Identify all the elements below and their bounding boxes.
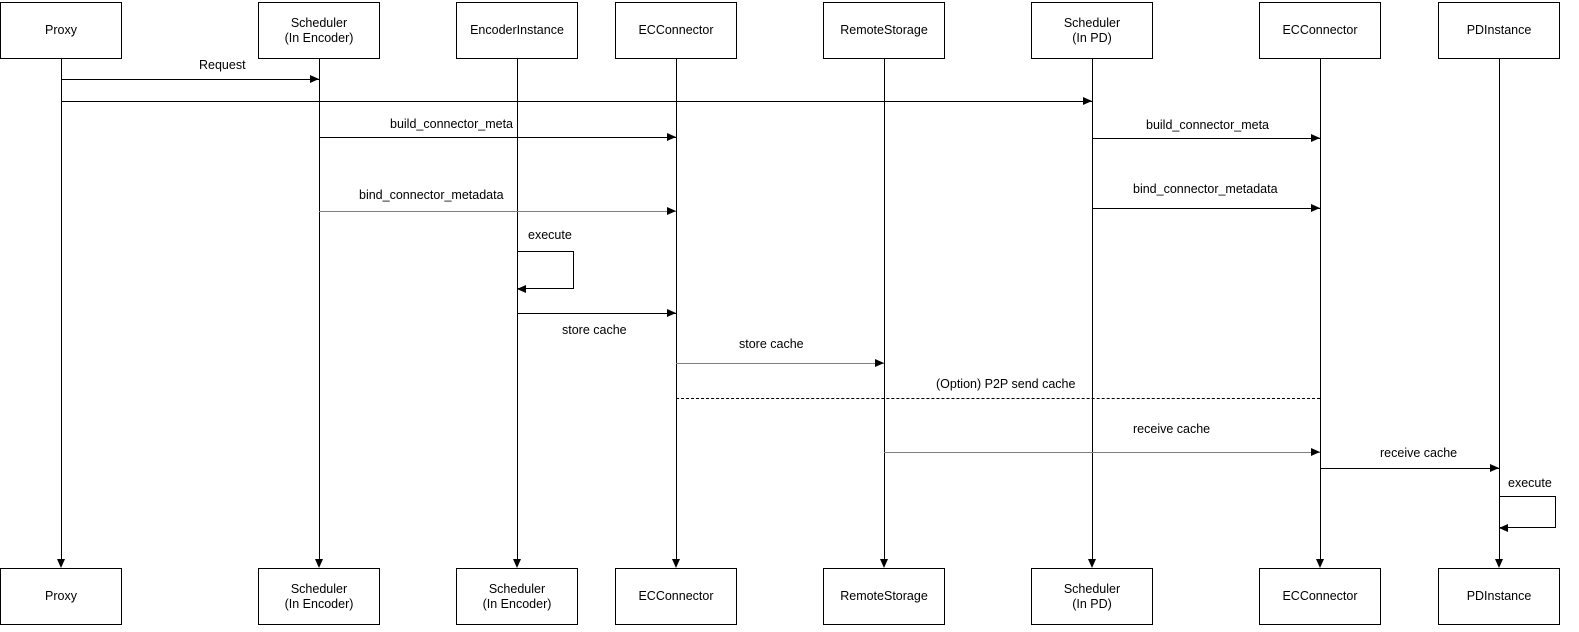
message-label-m7: store cache [562,323,627,337]
lifeline-sched_encoder [319,59,320,559]
message-line-m9[interactable] [676,398,1320,399]
lifeline-end-arrow-encoder_inst [513,559,521,568]
participant-top-label-line1-pd_inst: PDInstance [1466,23,1532,37]
participant-box-top-sched_pd[interactable]: Scheduler(In PD) [1031,2,1153,59]
lifeline-remote_store [884,59,885,559]
message-label-m5: bind_connector_metadata [359,188,504,202]
message-line-m1[interactable] [61,79,319,80]
lifeline-proxy [61,59,62,559]
participant-box-top-sched_encoder[interactable]: Scheduler(In Encoder) [258,2,380,59]
participant-box-top-remote_store[interactable]: RemoteStorage [823,2,945,59]
self-message-loop-s1[interactable] [517,251,574,289]
participant-top-label-line1-remote_store: RemoteStorage [840,23,928,37]
participant-box-bottom-ec_conn_enc[interactable]: ECConnector [615,568,737,625]
lifeline-ec_conn_pd [1320,59,1321,559]
message-line-m6[interactable] [1092,208,1320,209]
participant-bottom-label-line1-remote_store: RemoteStorage [840,589,928,603]
message-arrowhead-m7 [667,309,676,317]
participant-top-label-line1-encoder_inst: EncoderInstance [470,23,564,37]
message-arrowhead-m2 [1083,97,1092,105]
message-arrowhead-m4 [1311,134,1320,142]
message-label-m3: build_connector_meta [390,117,513,131]
message-arrowhead-m11 [1490,464,1499,472]
participant-box-bottom-sched_encoder[interactable]: Scheduler(In Encoder) [258,568,380,625]
lifeline-end-arrow-ec_conn_pd [1316,559,1324,568]
message-line-m4[interactable] [1092,138,1320,139]
self-message-loop-s2[interactable] [1499,496,1556,528]
message-label-m6: bind_connector_metadata [1133,182,1278,196]
participant-box-top-ec_conn_pd[interactable]: ECConnector [1259,2,1381,59]
lifeline-end-arrow-ec_conn_enc [672,559,680,568]
lifeline-end-arrow-sched_pd [1088,559,1096,568]
lifeline-end-arrow-proxy [57,559,65,568]
self-message-arrowhead-s1 [517,285,526,293]
message-line-m5[interactable] [319,211,676,212]
participant-bottom-label-line1-encoder_inst: Scheduler [488,581,546,596]
participant-box-bottom-ec_conn_pd[interactable]: ECConnector [1259,568,1381,625]
participant-top-label-line1-proxy: Proxy [45,23,77,37]
participant-top-label-line2-sched_pd: (In PD) [1072,30,1112,45]
self-message-label-s1: execute [528,228,572,242]
participant-bottom-label-line1-proxy: Proxy [45,589,77,603]
participant-box-top-pd_inst[interactable]: PDInstance [1438,2,1560,59]
message-arrowhead-m6 [1311,204,1320,212]
message-arrowhead-m1 [310,75,319,83]
participant-box-bottom-sched_pd[interactable]: Scheduler(In PD) [1031,568,1153,625]
message-line-m11[interactable] [1320,468,1499,469]
self-message-arrowhead-s2 [1499,524,1508,532]
participant-bottom-label-line2-sched_encoder: (In Encoder) [284,596,354,611]
lifeline-sched_pd [1092,59,1093,559]
message-line-m10[interactable] [884,452,1320,453]
message-line-m2[interactable] [61,101,1092,102]
message-arrowhead-m5 [667,207,676,215]
message-line-m3[interactable] [319,137,676,138]
message-label-m10: receive cache [1133,422,1211,436]
participant-box-top-ec_conn_enc[interactable]: ECConnector [615,2,737,59]
participant-top-label-line1-sched_pd: Scheduler [1063,15,1121,30]
participant-box-top-proxy[interactable]: Proxy [0,2,122,59]
participant-top-label-line1-ec_conn_enc: ECConnector [638,23,714,37]
message-line-m7[interactable] [517,313,676,314]
participant-top-label-line1-sched_encoder: Scheduler [290,15,348,30]
participant-box-bottom-encoder_inst[interactable]: Scheduler(In Encoder) [456,568,578,625]
participant-bottom-label-line1-sched_pd: Scheduler [1063,581,1121,596]
lifeline-end-arrow-remote_store [880,559,888,568]
lifeline-ec_conn_enc [676,59,677,559]
lifeline-end-arrow-sched_encoder [315,559,323,568]
participant-box-top-encoder_inst[interactable]: EncoderInstance [456,2,578,59]
lifeline-encoder_inst [517,59,518,559]
participant-bottom-label-line1-ec_conn_pd: ECConnector [1282,589,1358,603]
lifeline-end-arrow-pd_inst [1495,559,1503,568]
participant-box-bottom-remote_store[interactable]: RemoteStorage [823,568,945,625]
participant-bottom-label-line1-ec_conn_enc: ECConnector [638,589,714,603]
participant-bottom-label-line1-pd_inst: PDInstance [1466,589,1532,603]
message-label-m9: (Option) P2P send cache [936,377,1076,391]
participant-box-bottom-proxy[interactable]: Proxy [0,568,122,625]
message-label-m11: receive cache [1380,446,1458,460]
participant-bottom-label-line1-sched_encoder: Scheduler [290,581,348,596]
message-line-m8[interactable] [676,363,884,364]
message-label-m1: Request [199,58,246,72]
participant-bottom-label-line2-sched_pd: (In PD) [1072,596,1112,611]
participant-top-label-line2-sched_encoder: (In Encoder) [284,30,354,45]
participant-box-bottom-pd_inst[interactable]: PDInstance [1438,568,1560,625]
message-label-m8: store cache [739,337,804,351]
lifeline-pd_inst [1499,59,1500,559]
participant-bottom-label-line2-encoder_inst: (In Encoder) [482,596,552,611]
participant-top-label-line1-ec_conn_pd: ECConnector [1282,23,1358,37]
message-arrowhead-m10 [1311,448,1320,456]
self-message-label-s2: execute [1508,476,1552,490]
message-label-m4: build_connector_meta [1146,118,1269,132]
message-arrowhead-m3 [667,133,676,141]
message-arrowhead-m8 [875,359,884,367]
